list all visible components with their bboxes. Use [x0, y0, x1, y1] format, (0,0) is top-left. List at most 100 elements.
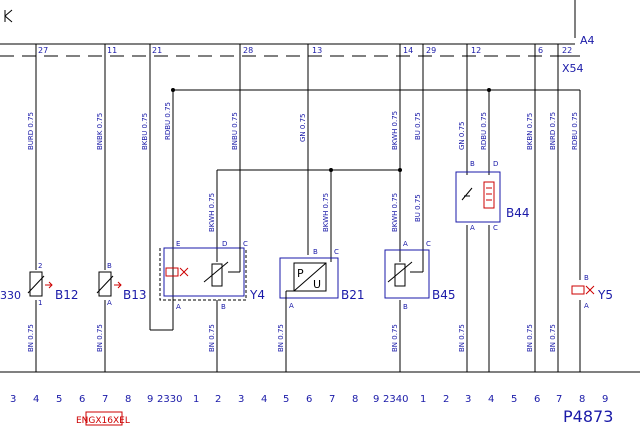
pin-letter: A [107, 299, 112, 307]
pin-letter: A [176, 303, 181, 311]
wire-label: BKWH 0.75 [391, 111, 399, 150]
junction-dot [329, 168, 333, 172]
valve-icon [571, 285, 585, 295]
junction-dot [487, 88, 491, 92]
pin-letter: A [403, 240, 408, 248]
wire-group [35, 44, 581, 372]
pu-divider [293, 262, 327, 292]
component-y4: E D C A B Y4 [159, 240, 265, 311]
footer-label-box [85, 411, 123, 426]
sensor-b13: B A B13 [96, 262, 147, 307]
component-label: Y5 [597, 288, 613, 302]
wire-label: BN 0.75 [96, 324, 104, 352]
pin-letter: C [243, 240, 248, 248]
grid-number: 4 [33, 394, 39, 405]
wire-label: BN 0.75 [458, 324, 466, 352]
pin-number: 29 [426, 46, 436, 55]
grid-number: 8 [579, 394, 585, 405]
pin-number: 11 [107, 46, 117, 55]
corner-mark [4, 9, 13, 23]
grid-number: 5 [283, 394, 289, 405]
grid-number: 2 [443, 394, 449, 405]
pu-box [293, 262, 327, 292]
grid-number: 9 [373, 394, 379, 405]
grid-number: 9 [602, 394, 608, 405]
wire-label: BN 0.75 [27, 324, 35, 352]
grid-number: 9 [147, 394, 153, 405]
connector-label: X54 [562, 62, 584, 75]
wire-label: BKBU 0.75 [141, 113, 149, 150]
sensor-slash [27, 275, 45, 294]
wire-label: GN 0.75 [299, 114, 307, 142]
wire-label: BN 0.75 [208, 324, 216, 352]
wire-label: BN 0.75 [277, 324, 285, 352]
grid-number: 7 [329, 394, 335, 405]
grid-number: 1 [193, 394, 199, 405]
pin-letter: E [176, 240, 180, 248]
sensor-b44: B D A C B44 [455, 160, 530, 232]
pin-number: 22 [562, 46, 572, 55]
variable-arrow [387, 261, 413, 283]
capacitor-icon [461, 187, 473, 201]
wire-label: BKWH 0.75 [391, 193, 399, 232]
grid-number: 8 [352, 394, 358, 405]
pin-letter: D [493, 160, 498, 168]
footer-label: ENGX16XEL [76, 416, 130, 426]
pin-letter: B [221, 303, 226, 311]
component-outline [279, 257, 339, 299]
resistor-icon [394, 263, 406, 287]
component-outline [455, 171, 501, 223]
wire-label: RDBU 0.75 [480, 112, 488, 150]
grid-number: 8 [125, 394, 131, 405]
wire-label: BN 0.75 [391, 324, 399, 352]
component-label: B44 [506, 206, 530, 220]
valve-cross-icon [179, 267, 189, 277]
heater-icon [483, 181, 495, 209]
wire-label: BKWH 0.75 [208, 193, 216, 232]
pin-letter: 2 [38, 262, 42, 270]
voltage-letter: U [313, 278, 321, 291]
junction-dot [398, 168, 402, 172]
sensor-slash [96, 275, 114, 294]
grid-number: 1 [420, 394, 426, 405]
arrow-icon [45, 281, 53, 289]
heater-lines-icon [486, 187, 492, 201]
grid-number: 7 [556, 394, 562, 405]
pin-letter: B [313, 248, 318, 256]
pin-number: 14 [403, 46, 413, 55]
pin-letter: B [403, 303, 408, 311]
sensor-b45: A C B B45 [384, 240, 456, 311]
wire-label: BN 0.75 [526, 324, 534, 352]
pin-number: 6 [538, 46, 543, 55]
grid-number: 2330 [157, 394, 182, 405]
pin-number: 12 [471, 46, 481, 55]
wire-label: BURD 0.75 [27, 112, 35, 150]
grid-number: 2 [215, 394, 221, 405]
wire-label: RDBU 0.75 [164, 102, 172, 140]
pin-letter: B [584, 274, 589, 282]
variable-arrow [203, 261, 229, 283]
module-label: A4 [580, 34, 595, 47]
arrow-icon [114, 281, 122, 289]
wire-label: BNBU 0.75 [231, 112, 239, 150]
wire-label: BNBK 0.75 [96, 113, 104, 150]
grid-number: 6 [306, 394, 312, 405]
component-inner [163, 247, 245, 297]
wire-label: BN 0.75 [549, 324, 557, 352]
component-outline [159, 248, 247, 301]
valve-cross-icon [585, 285, 595, 295]
sensor-body [29, 271, 43, 297]
grid-number: 2340 [383, 394, 408, 405]
grid-number: 5 [56, 394, 62, 405]
page-code: P4873 [563, 407, 613, 426]
pin-letter: B [470, 160, 475, 168]
pin-number: 21 [152, 46, 162, 55]
component-label: 330 [0, 289, 21, 302]
valve-icon [165, 267, 179, 277]
grid-number: 4 [261, 394, 267, 405]
wire-label: RDBU 0.75 [571, 112, 579, 150]
pin-letter: A [289, 302, 294, 310]
pin-number: 13 [312, 46, 322, 55]
component-label: B13 [123, 288, 147, 302]
